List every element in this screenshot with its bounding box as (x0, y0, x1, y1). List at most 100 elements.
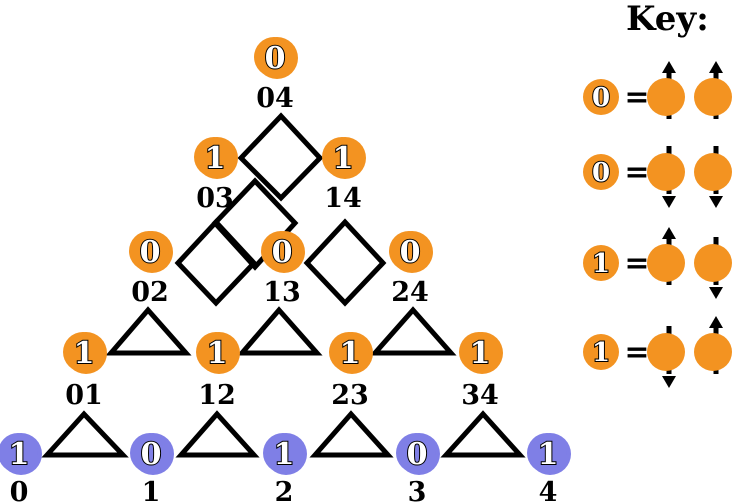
spin-down-icon (694, 146, 732, 208)
key-value-node: 1 (583, 334, 619, 370)
spin-down-icon (647, 146, 685, 208)
pair-node: 1 (196, 332, 240, 374)
spin-ball (694, 244, 732, 282)
node-circle-highlight (130, 433, 170, 473)
node-label: 3 (408, 477, 427, 504)
node-value: 0 (400, 235, 421, 270)
node-value: 0 (407, 437, 428, 472)
triangle-connector (175, 410, 260, 458)
node-value: 0 (141, 437, 162, 472)
node-label: 2 (275, 477, 294, 504)
node-label: 03 (196, 183, 234, 214)
spin-ball (694, 153, 732, 191)
diamond-connector (303, 218, 387, 307)
spin-down-icon (694, 237, 732, 299)
arrow-head-down (662, 196, 676, 208)
node-circle-highlight (263, 433, 303, 473)
node-circle-highlight (261, 231, 301, 271)
spin-up-icon (694, 316, 732, 378)
triangle-connector (440, 410, 526, 458)
node-circle-highlight (527, 433, 567, 473)
node-circle-highlight (322, 137, 362, 177)
key-node-circle (583, 334, 619, 370)
pair-node: 1 (322, 137, 366, 179)
node-circle-highlight (129, 231, 169, 271)
spin-ball (647, 153, 685, 191)
node-circle-highlight (396, 433, 436, 473)
site-node: 0 (396, 433, 440, 475)
node-value: 1 (470, 336, 491, 371)
triangle-connector (309, 410, 394, 458)
node-value: 0 (265, 41, 286, 76)
pair-node: 1 (459, 332, 503, 374)
key-equals: = (624, 155, 649, 190)
node-label: 34 (461, 380, 499, 411)
node-value: 0 (272, 235, 293, 270)
arrow-head-down (709, 196, 723, 208)
spin-ball (647, 333, 685, 371)
spin-up-icon (694, 61, 732, 123)
key-value-node: 1 (583, 245, 619, 281)
node-label: 1 (142, 477, 161, 504)
arrow-head-up (662, 61, 676, 73)
node-value: 1 (538, 437, 559, 472)
spin-ball (647, 78, 685, 116)
arrow-head-down (662, 376, 676, 388)
node-value: 1 (207, 336, 228, 371)
node-value: 1 (340, 336, 361, 371)
node-circle-highlight (459, 332, 499, 372)
arrow-head-up (662, 227, 676, 239)
node-circle-highlight (329, 332, 369, 372)
key-value-node: 0 (583, 79, 619, 115)
node-label: 23 (331, 380, 369, 411)
node-label: 14 (324, 183, 362, 214)
node-value: 1 (9, 437, 30, 472)
arrow-head-up (709, 316, 723, 328)
pair-node: 0 (261, 231, 305, 273)
key-equals: = (624, 246, 649, 281)
spin-up-icon (647, 227, 685, 289)
key-node-value: 0 (592, 158, 610, 188)
key-equals: = (624, 80, 649, 115)
key-legend: 0 = 0 = 1 = 1 = (583, 61, 732, 388)
site-node: 1 (0, 433, 42, 475)
spin-ball (694, 78, 732, 116)
node-circle-highlight (0, 433, 38, 473)
key-node-value: 0 (592, 83, 610, 113)
node-circle-highlight (254, 37, 294, 77)
spin-up-icon (647, 61, 685, 123)
key-node-value: 1 (592, 249, 610, 279)
triangle-connector (369, 306, 457, 356)
node-circle-highlight (194, 137, 234, 177)
diamond-connector (237, 112, 324, 202)
connector-shapes (41, 112, 526, 458)
key-node-value: 1 (592, 338, 610, 368)
node-label: 02 (131, 277, 169, 308)
key-value-node: 0 (583, 154, 619, 190)
node-label: 01 (65, 380, 103, 411)
key-equals: = (624, 335, 649, 370)
site-node: 1 (263, 433, 307, 475)
node-value: 1 (205, 141, 226, 176)
arrow-head-down (709, 287, 723, 299)
pair-node: 1 (194, 137, 238, 179)
pair-node: 0 (254, 37, 298, 79)
pair-node: 0 (389, 231, 433, 273)
node-value: 0 (140, 235, 161, 270)
node-label: 4 (539, 477, 558, 504)
node-label: 24 (391, 277, 429, 308)
site-node: 0 (130, 433, 174, 475)
node-circle-highlight (63, 332, 103, 372)
triangle-connector (236, 306, 323, 356)
pair-node: 1 (329, 332, 373, 374)
node-circle-highlight (389, 231, 429, 271)
diamond-connector (174, 218, 258, 307)
pair-node: 0 (129, 231, 173, 273)
node-value: 1 (274, 437, 295, 472)
arrow-head-up (709, 61, 723, 73)
node-label: 12 (198, 380, 236, 411)
spin-ball (647, 244, 685, 282)
